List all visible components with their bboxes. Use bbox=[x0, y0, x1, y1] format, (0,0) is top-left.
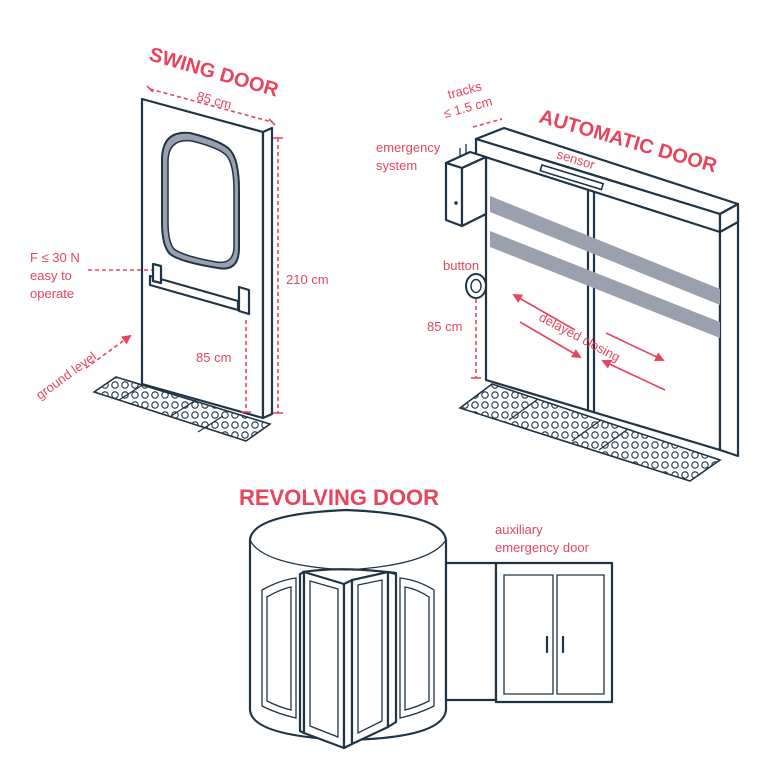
door-handle-icon bbox=[545, 635, 565, 654]
swing-door-height-dimension: 210 cm bbox=[273, 137, 329, 414]
force-label-line1: F ≤ 30 N bbox=[30, 250, 80, 265]
swing-door-handle-height-label: 85 cm bbox=[196, 350, 231, 365]
swing-door-group: SWING DOOR 85 cm 210 cm bbox=[30, 44, 329, 442]
automatic-door-header: sensor bbox=[474, 126, 740, 234]
push-bar-handle-icon bbox=[148, 262, 251, 316]
force-annotation: F ≤ 30 N easy to operate bbox=[30, 250, 152, 301]
swing-door-height-label: 210 cm bbox=[286, 272, 329, 287]
automatic-door-group: AUTOMATIC DOOR tracks ≤ 1.5 cm emergency… bbox=[376, 78, 740, 482]
swing-door-width-dimension: 85 cm bbox=[146, 85, 276, 126]
arrow-icon bbox=[85, 334, 132, 369]
swing-door-width-label: 85 cm bbox=[195, 88, 233, 112]
button-label: button bbox=[443, 258, 479, 273]
swing-door-handle-height-dimension: 85 cm bbox=[196, 320, 251, 413]
arrow-icon bbox=[519, 321, 582, 358]
arrow-icon bbox=[601, 359, 666, 391]
force-label-line3: operate bbox=[30, 286, 74, 301]
revolving-door-group: REVOLVING DOOR auxiliary bbox=[239, 485, 614, 750]
emergency-label-line2: system bbox=[376, 158, 417, 173]
button-annotation: button 85 cm bbox=[427, 258, 487, 379]
auxiliary-emergency-door bbox=[444, 561, 614, 704]
glass-marking-stripe bbox=[490, 231, 720, 338]
revolving-door-wings bbox=[298, 568, 398, 750]
glass-marking-stripe bbox=[490, 196, 720, 305]
arrow-icon bbox=[512, 294, 576, 331]
sensor-device bbox=[539, 164, 605, 191]
emergency-system-box bbox=[444, 144, 488, 228]
auxiliary-label-line2: emergency door bbox=[495, 540, 590, 555]
emergency-label-line1: emergency bbox=[376, 140, 441, 155]
revolving-door-title: REVOLVING DOOR bbox=[239, 485, 439, 510]
force-label-line2: easy to bbox=[30, 268, 72, 283]
arrow-icon bbox=[605, 332, 665, 362]
tracks-annotation: tracks ≤ 1.5 cm bbox=[442, 78, 503, 128]
button-height-label: 85 cm bbox=[427, 319, 462, 334]
ground-level-label: ground level bbox=[33, 349, 99, 403]
auxiliary-label-line1: auxiliary bbox=[495, 522, 543, 537]
